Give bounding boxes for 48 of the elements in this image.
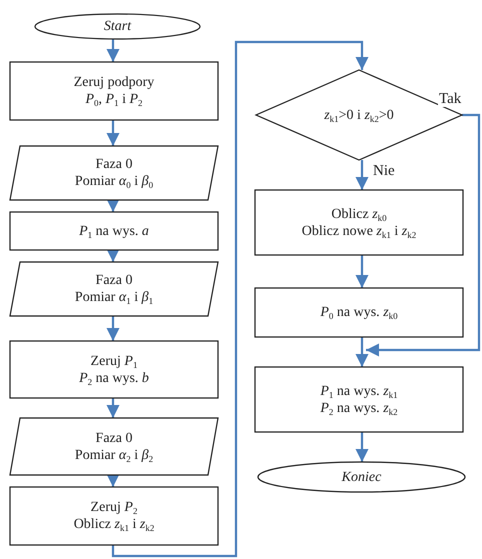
terminal-ellipse: [35, 14, 200, 39]
data-parallelogram: [10, 418, 218, 475]
terminal-ellipse: [258, 462, 465, 492]
node-text: P$_{0}$ na wys. z$_{k0}$: [320, 304, 398, 321]
node-text: Oblicz z$_{k1}$ i z$_{k2}$: [74, 516, 154, 533]
arrow: [106, 316, 120, 341]
node-text: Start: [104, 18, 132, 35]
arrow: [355, 255, 369, 288]
process-box: [10, 341, 218, 398]
node-text: Zeruj P$_{2}$: [90, 499, 138, 516]
data-parallelogram: [10, 262, 218, 316]
node-text: Zeruj P$_{1}$: [90, 352, 138, 370]
node-text: Faza 0: [96, 156, 132, 173]
arrow: [106, 39, 120, 62]
node-text: Faza 0: [96, 272, 132, 289]
node-text: P$_{2}$ na wys. b: [79, 370, 149, 386]
node-text: Koniec: [342, 468, 382, 486]
arrow: [106, 474, 120, 487]
arrow: [106, 248, 120, 262]
arrow: [106, 198, 120, 212]
arrow: [106, 398, 120, 418]
process-box: [255, 288, 463, 337]
decision-diamond: [256, 70, 462, 160]
node-text: P$_{2}$ na wys. z$_{k2}$: [320, 400, 398, 416]
node-text: Faza 0: [96, 430, 132, 446]
node-text: P$_{0}$, P$_{1}$ i P$_{2}$: [85, 91, 143, 108]
node-text: z$_{k1}$>0 i z$_{k2}$>0: [324, 106, 394, 124]
node-text: Oblicz nowe z$_{k1}$ i z$_{k2}$: [302, 222, 416, 240]
node-text: Pomiar α$_{2}$ i β$_{2}$: [74, 446, 154, 464]
arrow: [355, 432, 369, 462]
process-box: [255, 367, 463, 432]
process-box: [10, 62, 218, 120]
edge-label: Tak: [438, 91, 462, 107]
arrow: [366, 114, 480, 357]
process-box: [10, 212, 218, 250]
arrow: [355, 337, 369, 367]
process-box: [255, 190, 463, 255]
node-text: Pomiar α$_{1}$ i β$_{1}$: [74, 289, 154, 306]
arrow: [355, 160, 369, 190]
node-text: Pomiar α$_{0}$ i β$_{0}$: [74, 173, 154, 190]
arrow: [112, 40, 369, 558]
node-text: P$_{1}$ na wys. a: [79, 222, 149, 240]
arrow: [106, 120, 120, 146]
node-text: Zeruj podpory: [74, 74, 154, 91]
node-text: Oblicz z$_{k0}$: [331, 206, 387, 222]
node-text: P$_{1}$ na wys. z$_{k1}$: [320, 382, 398, 400]
data-parallelogram: [10, 146, 218, 200]
process-box: [10, 487, 218, 545]
